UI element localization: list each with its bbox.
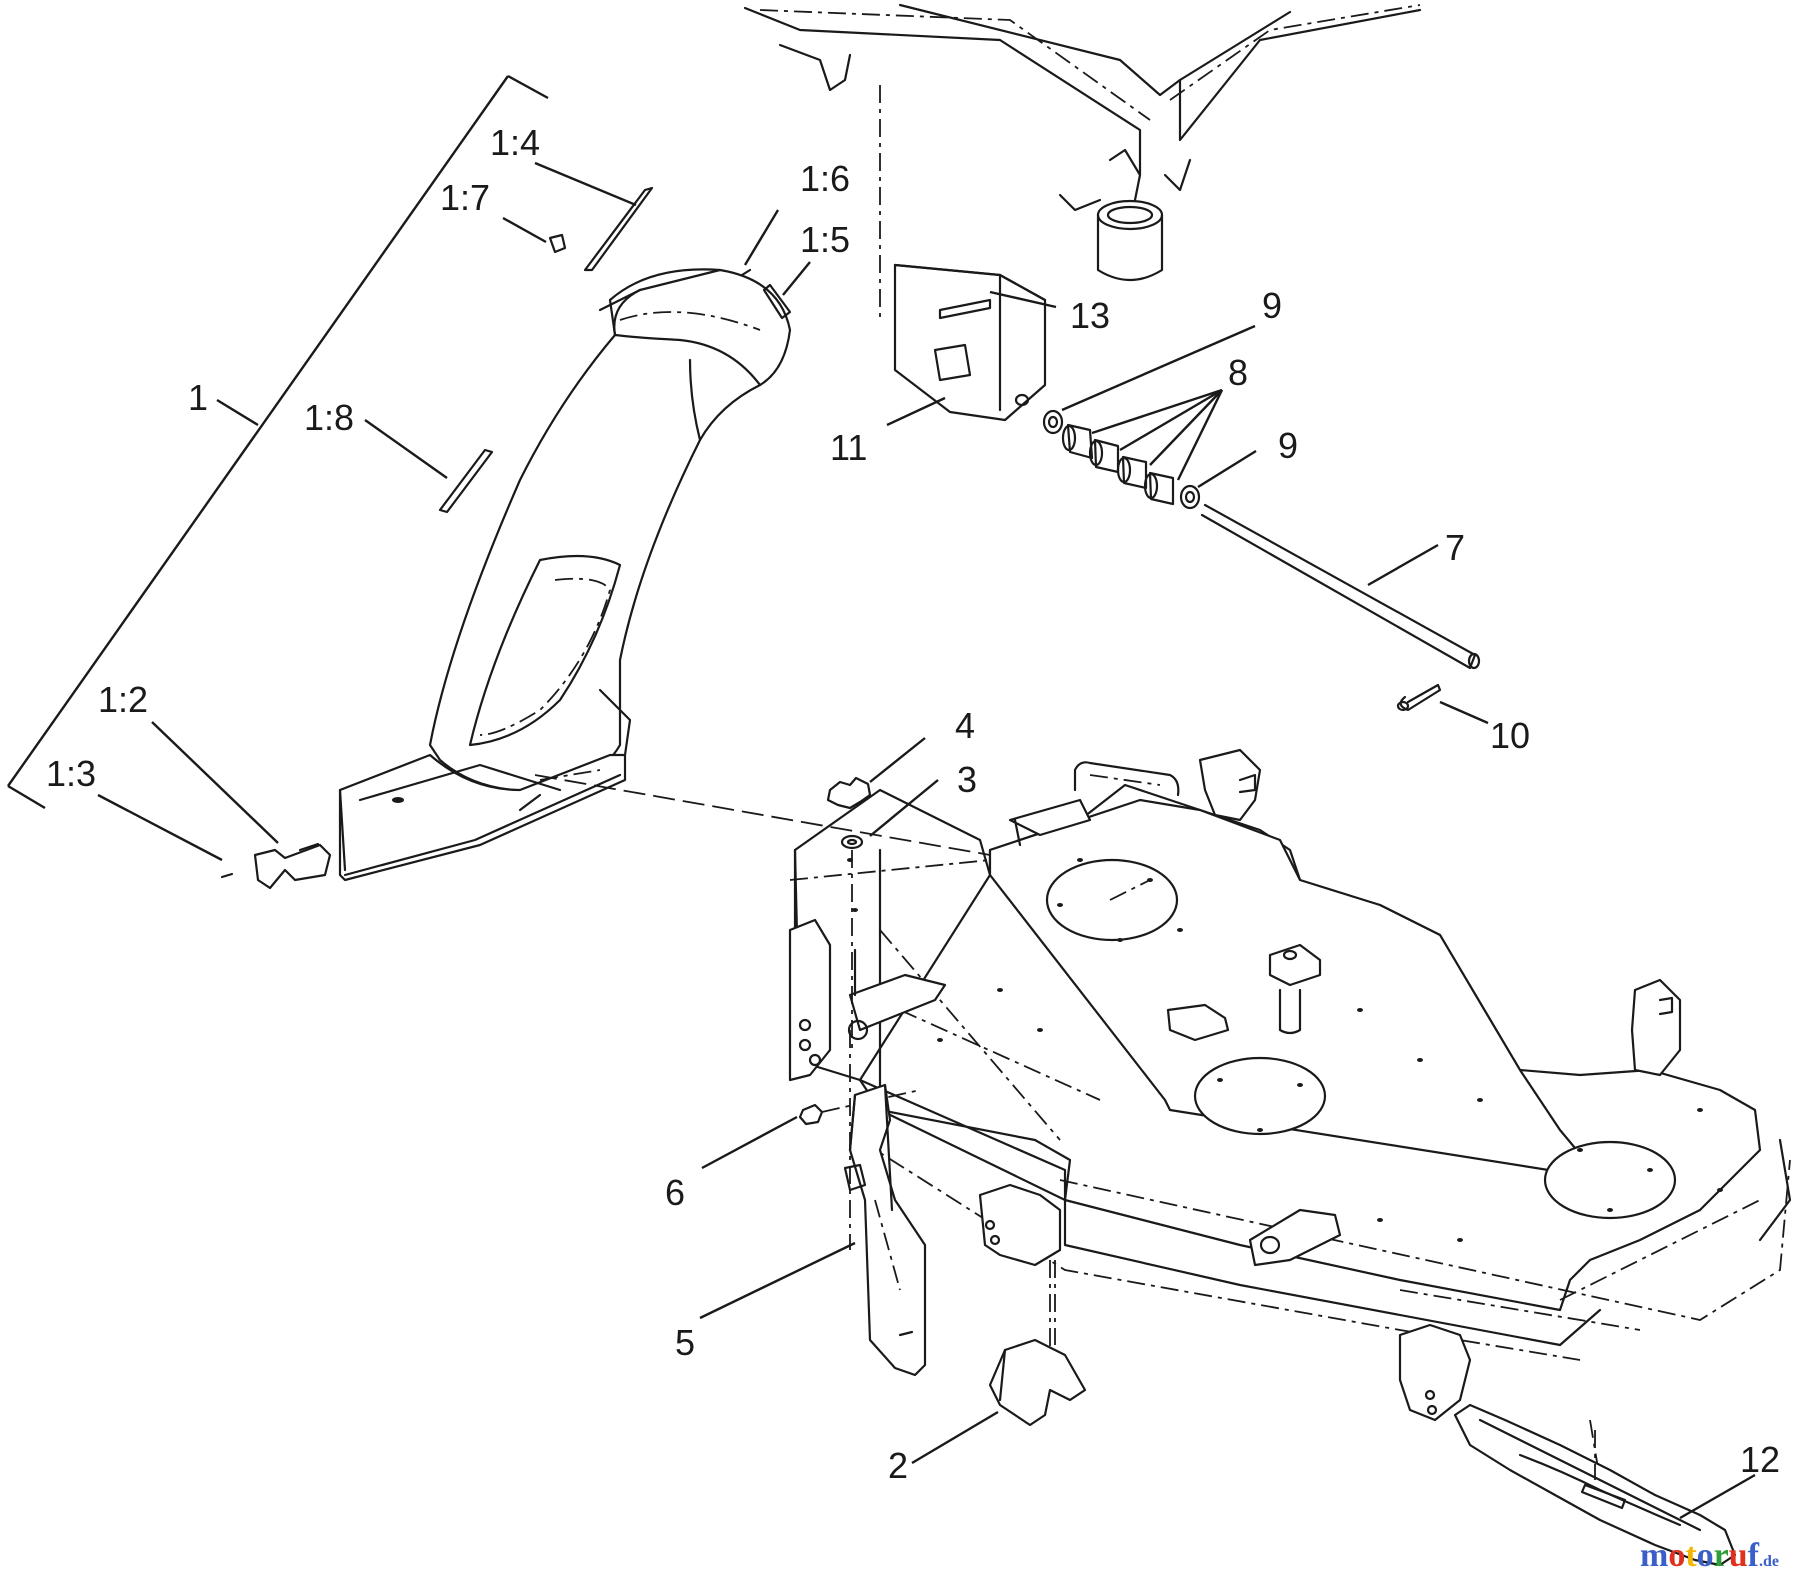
watermark-letter: f — [1748, 1537, 1760, 1574]
callout-7: 7 — [1445, 527, 1465, 568]
callout-2: 2 — [888, 1445, 908, 1486]
callout-1-7: 1:7 — [440, 177, 490, 218]
discharge-chute — [338, 268, 792, 882]
callout-9-bottom: 9 — [1278, 425, 1298, 466]
callout-5: 5 — [675, 1322, 695, 1363]
callout-1-2: 1:2 — [98, 679, 148, 720]
mower-blade — [1453, 1403, 1737, 1567]
callout-1-5: 1:5 — [800, 219, 850, 260]
callout-4: 4 — [955, 705, 975, 746]
callout-8: 8 — [1228, 352, 1248, 393]
callout-3: 3 — [957, 759, 977, 800]
callout-10: 10 — [1490, 715, 1530, 756]
callout-11: 11 — [830, 427, 867, 468]
watermark-letter: o — [1668, 1537, 1685, 1574]
watermark-letter: t — [1685, 1537, 1697, 1574]
watermark-letter: r — [1714, 1537, 1729, 1574]
callout-1-4: 1:4 — [490, 122, 540, 163]
watermark-suffix: .de — [1759, 1553, 1779, 1570]
callout-labels: 1 1:2 1:3 1:4 1:5 1:6 1:7 1:8 2 3 4 5 6 … — [46, 122, 1780, 1486]
chute-small-parts — [220, 186, 792, 890]
callout-1: 1 — [188, 377, 208, 418]
watermark-letter: o — [1697, 1537, 1714, 1574]
watermark-letter: m — [1640, 1537, 1668, 1574]
callout-13: 13 — [1070, 295, 1110, 336]
callout-6: 6 — [665, 1172, 685, 1213]
callout-12: 12 — [1740, 1439, 1780, 1480]
site-watermark: motoruf.de — [1640, 1537, 1779, 1574]
leader-lines — [97, 161, 1756, 1520]
baffle-plate — [893, 263, 1047, 422]
callout-1-3: 1:3 — [46, 753, 96, 794]
callout-9-top: 9 — [1262, 285, 1282, 326]
rod-assembly — [1042, 409, 1481, 712]
callout-1-6: 1:6 — [800, 158, 850, 199]
callout-1-8: 1:8 — [304, 397, 354, 438]
mower-frame — [743, 3, 1422, 320]
watermark-letter: u — [1729, 1537, 1748, 1574]
deflector-and-hardware — [798, 776, 1087, 1427]
mower-deck — [534, 748, 1792, 1481]
